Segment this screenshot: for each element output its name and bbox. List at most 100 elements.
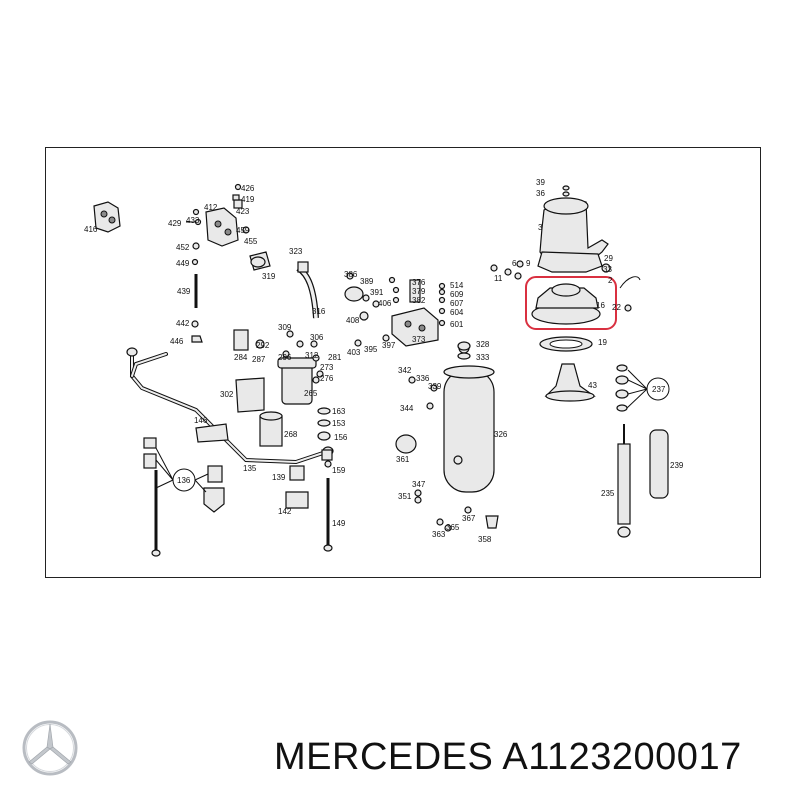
callout-408: 408 bbox=[346, 316, 360, 325]
callout-406: 406 bbox=[378, 299, 392, 308]
valve-block-416 bbox=[93, 201, 121, 233]
callout-386: 386 bbox=[344, 270, 358, 279]
bracket-146 bbox=[195, 423, 229, 443]
callout-16: 16 bbox=[596, 301, 605, 310]
callout-29: 29 bbox=[604, 254, 613, 263]
callout-302: 302 bbox=[220, 390, 234, 399]
callout-316: 316 bbox=[312, 307, 326, 316]
callout-284: 284 bbox=[234, 353, 248, 362]
bump-stop-239 bbox=[649, 429, 669, 499]
callout-333: 333 bbox=[476, 353, 490, 362]
callout-416: 416 bbox=[84, 225, 98, 234]
callout-323: 323 bbox=[289, 247, 303, 256]
callout-426: 426 bbox=[241, 184, 255, 193]
callout-11: 11 bbox=[494, 274, 503, 283]
callout-312: 312 bbox=[305, 351, 319, 360]
callout-22: 22 bbox=[612, 303, 621, 312]
part-title: MERCEDES A1123200017 bbox=[274, 736, 742, 779]
callout-429: 429 bbox=[168, 219, 182, 228]
callout-452: 452 bbox=[176, 243, 190, 252]
callout-365: 365 bbox=[446, 523, 460, 532]
callout-339: 339 bbox=[428, 382, 442, 391]
callout-43: 43 bbox=[588, 381, 597, 390]
callout-142: 142 bbox=[278, 507, 292, 516]
bushing-139-142 bbox=[285, 465, 309, 509]
small-fittings-mid bbox=[286, 330, 324, 384]
small-fittings-left bbox=[186, 183, 250, 343]
callout-326: 326 bbox=[494, 430, 508, 439]
washers-153-163 bbox=[317, 407, 331, 441]
callout-397: 397 bbox=[382, 341, 396, 350]
valve-block-412 bbox=[205, 199, 243, 247]
callout-449: 449 bbox=[176, 259, 190, 268]
part-number: A1123200017 bbox=[502, 736, 742, 778]
brand-name: MERCEDES bbox=[274, 736, 494, 778]
callout-149: 149 bbox=[332, 519, 346, 528]
callout-358: 358 bbox=[478, 535, 492, 544]
callout-136: 136 bbox=[177, 476, 191, 485]
callout-459: 459 bbox=[236, 226, 250, 235]
callout-33: 33 bbox=[603, 265, 612, 274]
callout-328: 328 bbox=[476, 340, 490, 349]
callout-3: 3 bbox=[538, 223, 543, 232]
callout-6: 6 bbox=[512, 259, 517, 268]
valve-block-373 bbox=[391, 279, 439, 347]
callout-439: 439 bbox=[177, 287, 191, 296]
callout-237: 237 bbox=[652, 385, 666, 394]
callout-391: 391 bbox=[370, 288, 384, 297]
callout-287: 287 bbox=[252, 355, 266, 364]
callout-367: 367 bbox=[462, 514, 476, 523]
callout-146: 146 bbox=[194, 416, 208, 425]
callout-376: 376 bbox=[412, 278, 426, 287]
callout-361: 361 bbox=[396, 455, 410, 464]
highlighted-part-outline bbox=[525, 276, 617, 330]
callout-235: 235 bbox=[601, 489, 615, 498]
callout-347: 347 bbox=[412, 480, 426, 489]
callout-601: 601 bbox=[450, 320, 464, 329]
callout-336: 336 bbox=[416, 374, 430, 383]
callout-455: 455 bbox=[244, 237, 258, 246]
callout-423: 423 bbox=[236, 207, 250, 216]
callout-442: 442 bbox=[176, 319, 190, 328]
callout-309: 309 bbox=[278, 323, 292, 332]
callout-292: 292 bbox=[256, 341, 270, 350]
filter-group-265 bbox=[233, 329, 317, 413]
small-parts-6-9-11-29 bbox=[490, 260, 641, 312]
callout-2: 2 bbox=[608, 276, 613, 285]
callout-363: 363 bbox=[432, 530, 446, 539]
callout-433: 433 bbox=[186, 216, 200, 225]
link-149-159 bbox=[321, 449, 333, 552]
spring-housing-3 bbox=[537, 185, 609, 273]
callout-607: 607 bbox=[450, 299, 464, 308]
callout-36: 36 bbox=[536, 189, 545, 198]
callout-9: 9 bbox=[526, 259, 531, 268]
parts-diagram: 426 419 412 423 416 429 433 459 455 452 … bbox=[45, 147, 761, 578]
callout-382: 382 bbox=[412, 296, 426, 305]
callout-389: 389 bbox=[360, 277, 374, 286]
fittings-328-333 bbox=[457, 341, 471, 360]
callout-265: 265 bbox=[304, 389, 318, 398]
callout-153: 153 bbox=[332, 419, 346, 428]
callout-39: 39 bbox=[536, 178, 545, 187]
mercedes-star-logo-icon bbox=[22, 720, 78, 776]
callout-342: 342 bbox=[398, 366, 412, 375]
cylinder-268 bbox=[259, 411, 283, 447]
callout-609: 609 bbox=[450, 290, 464, 299]
callout-604: 604 bbox=[450, 308, 464, 317]
washers-237 bbox=[615, 364, 629, 412]
callout-268: 268 bbox=[284, 430, 298, 439]
callout-163: 163 bbox=[332, 407, 346, 416]
callout-281: 281 bbox=[328, 353, 342, 362]
callout-156: 156 bbox=[334, 433, 348, 442]
callout-239: 239 bbox=[670, 461, 684, 470]
callout-379: 379 bbox=[412, 287, 426, 296]
callout-344: 344 bbox=[400, 404, 414, 413]
callout-403: 403 bbox=[347, 348, 361, 357]
callout-412: 412 bbox=[204, 203, 218, 212]
callout-514: 514 bbox=[450, 281, 464, 290]
callout-395: 395 bbox=[364, 345, 378, 354]
fittings-386-408 bbox=[344, 272, 446, 347]
ring-19 bbox=[539, 336, 593, 352]
callout-296: 296 bbox=[278, 353, 292, 362]
callout-446: 446 bbox=[170, 337, 184, 346]
